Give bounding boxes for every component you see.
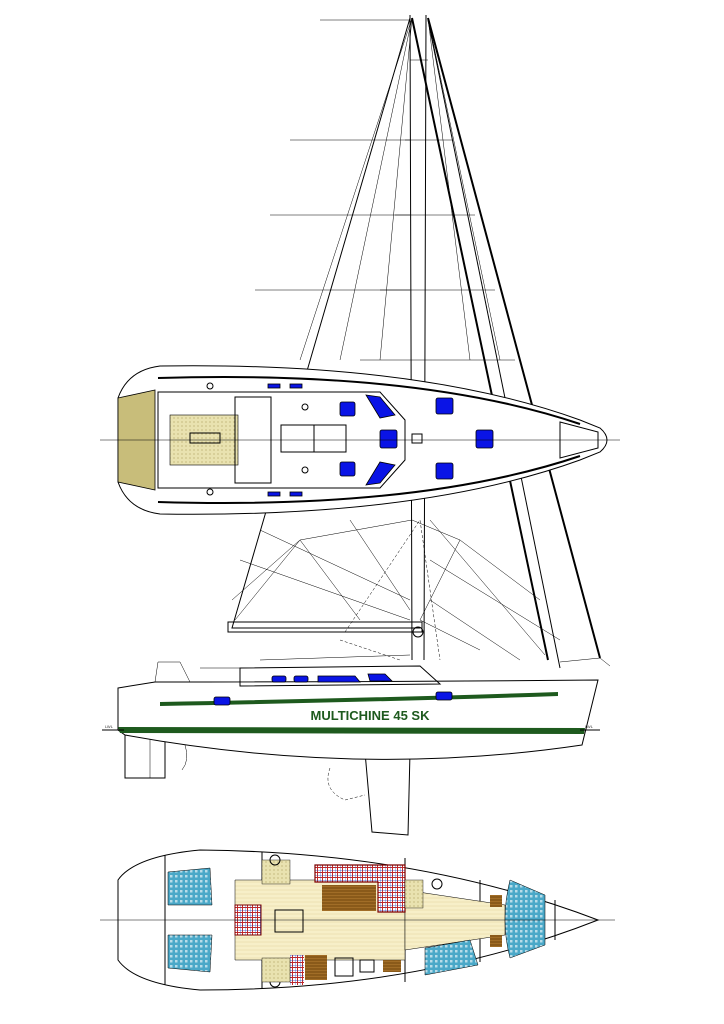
saloon-table [322,885,376,911]
nav-table [274,909,304,933]
boom [227,621,423,633]
head-fwd [404,879,424,909]
aft-berth-port [167,867,213,906]
lwl-label-aft: LWL [105,724,114,729]
sheer-stripe [160,692,558,706]
toerail [157,375,581,505]
hull-port [213,696,231,706]
hull-port [435,691,453,701]
rig [227,14,601,669]
model-name: MULTICHINE 45 SK [311,708,431,723]
coachroof [239,665,442,687]
aft-berth-stbd [167,934,213,973]
pilot-berth [424,939,479,976]
genoa-leech [411,17,549,661]
bow-roller [559,421,599,459]
cockpit-coaming [157,391,406,489]
forestay [427,17,601,659]
boot-stripe [118,727,585,734]
saloon-settee [314,864,406,913]
mast [409,14,427,661]
inner-forestay [427,19,561,669]
mainsail [231,17,420,629]
head-aft [261,859,291,885]
stove [334,957,354,977]
deck-plan [100,365,620,515]
hull-profile: LWL LWL MULTICHINE 45 SK [102,654,611,836]
hull-topsides [117,679,599,760]
vberth [504,879,546,959]
keel [364,751,411,836]
companionway [280,424,347,453]
sail-panels [231,17,561,661]
sink [359,959,375,973]
skeg-rudder [124,734,166,779]
lwl-label-fwd: LWL [585,724,594,729]
interior-plan [100,849,615,991]
